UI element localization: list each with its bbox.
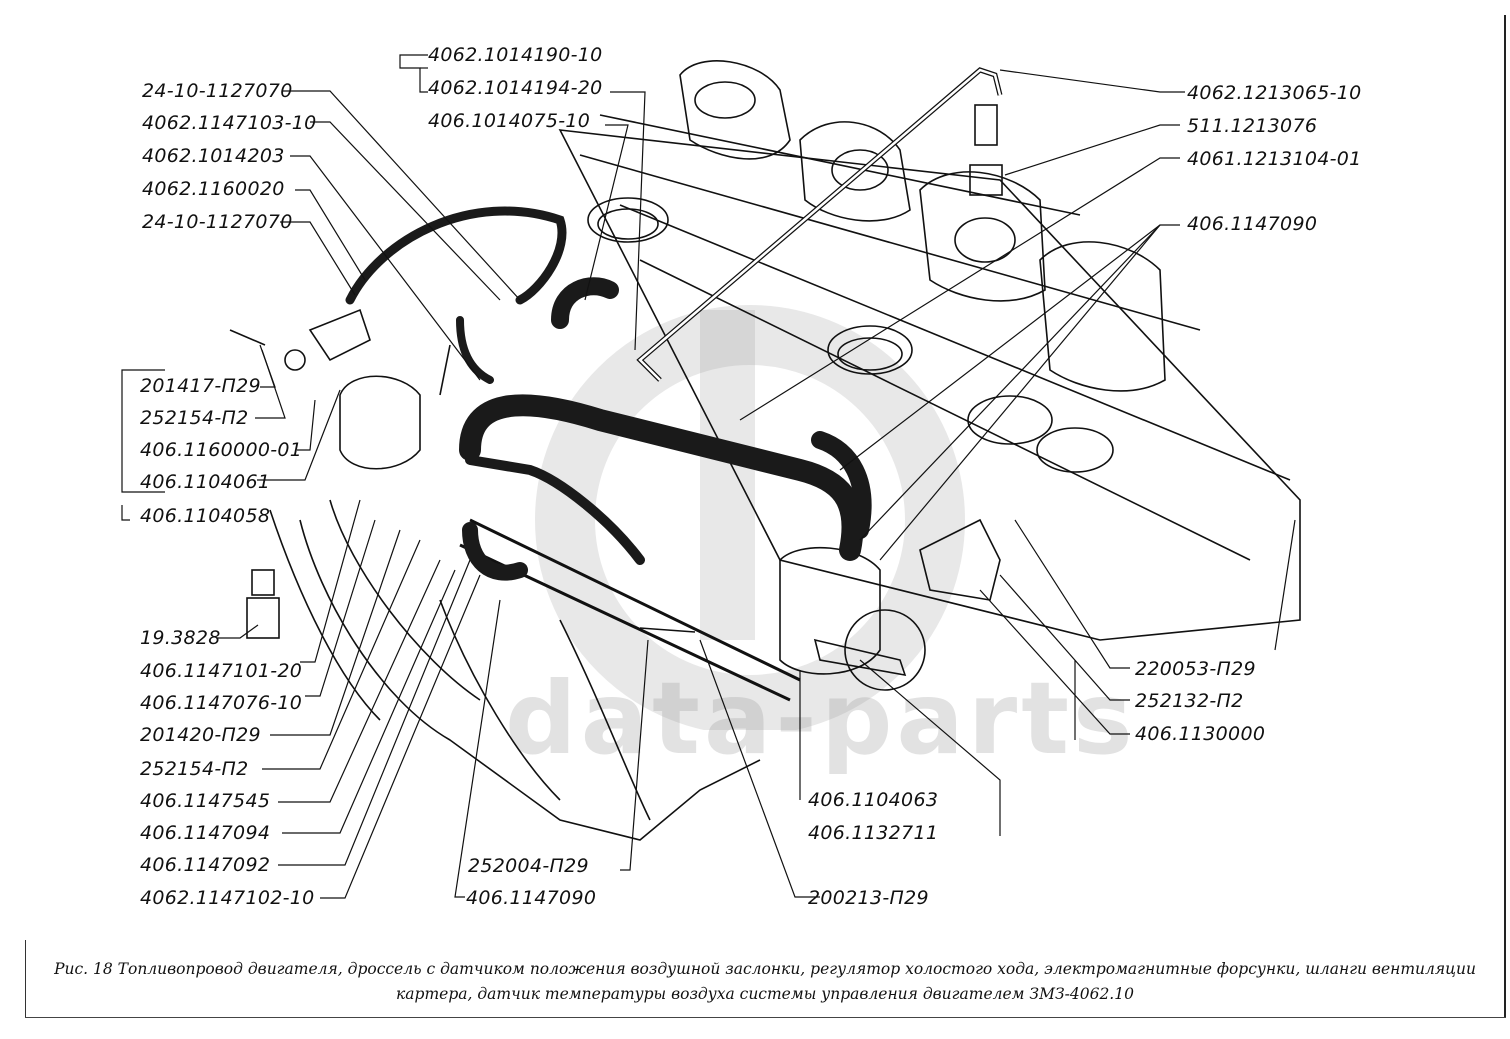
throttle-position-sensor xyxy=(919,518,1001,601)
throttle-body xyxy=(779,546,881,675)
part-label: 4062.1213065-10 xyxy=(1187,82,1362,104)
injector xyxy=(813,638,907,677)
part-label: 201417-П29 xyxy=(140,375,261,397)
caption-line-1: Рис. 18 Топливопровод двигателя, дроссел… xyxy=(54,960,1476,978)
part-label: 406.1147090 xyxy=(466,887,597,909)
part-label: 4062.1014194-20 xyxy=(428,77,603,99)
frame-border-bottom xyxy=(25,1017,1506,1018)
part-label: 406.1104061 xyxy=(140,471,271,493)
exhaust-flange-2 xyxy=(799,121,911,222)
hose-fuel-return xyxy=(456,316,494,384)
part-label: 4062.1014190-10 xyxy=(428,44,603,66)
part-label: 24-10-1127070 xyxy=(142,211,293,233)
figure-caption: Рис. 18 Топливопровод двигателя, дроссел… xyxy=(25,957,1505,1007)
part-label: 511.1213076 xyxy=(1187,115,1318,137)
caption-line-2: картера, датчик температуры воздуха сист… xyxy=(396,985,1134,1003)
part-label: 201420-П29 xyxy=(140,724,261,746)
part-label: 19.3828 xyxy=(140,627,221,649)
exhaust-flange-4 xyxy=(1039,241,1166,392)
hose-breather-main xyxy=(459,394,864,561)
part-label: 406.1147090 xyxy=(1187,213,1318,235)
part-label: 406.1147094 xyxy=(140,822,271,844)
part-label: 4061.1213104-01 xyxy=(1187,148,1362,170)
part-label: 4062.1147102-10 xyxy=(140,887,315,909)
part-label: 4062.1014203 xyxy=(142,145,285,167)
hose-vent-upper xyxy=(551,277,619,329)
part-label: 252004-П29 xyxy=(468,855,589,877)
hose-breather-small xyxy=(465,455,645,565)
frame-border-right xyxy=(1504,15,1506,1018)
exhaust-flange-1 xyxy=(679,60,791,160)
part-label: 406.1160000-01 xyxy=(140,439,303,461)
hose-fuel-supply xyxy=(345,206,567,305)
air-temp-sensor xyxy=(251,569,275,596)
idle-air-control xyxy=(339,375,421,470)
part-label: 4062.1147103-10 xyxy=(142,112,317,134)
part-label: 406.1104063 xyxy=(808,789,939,811)
part-label: 406.1147092 xyxy=(140,854,271,876)
part-label: 406.1147101-20 xyxy=(140,660,303,682)
part-label: 406.1130000 xyxy=(1135,723,1266,745)
part-label: 252132-П2 xyxy=(1135,690,1244,712)
valve-cover-outline xyxy=(558,129,1301,641)
part-label: 24-10-1127070 xyxy=(142,80,293,102)
hose-vent-right xyxy=(811,431,872,539)
watermark-logo xyxy=(535,305,965,730)
fuel-rail xyxy=(469,518,801,682)
intake-manifold xyxy=(299,519,761,841)
part-label: 252154-П2 xyxy=(140,758,249,780)
leader-lines xyxy=(121,54,1296,899)
part-label: 406.1147545 xyxy=(140,790,271,812)
exhaust-flange-3 xyxy=(919,171,1046,302)
fuel-tube xyxy=(636,67,1003,382)
part-label: 252154-П2 xyxy=(140,407,249,429)
part-label: 406.1104058 xyxy=(140,505,271,527)
frame-border-left xyxy=(25,940,26,1018)
fuel-pressure-regulator xyxy=(308,308,371,362)
part-label: 406.1132711 xyxy=(808,822,939,844)
part-label: 200213-П29 xyxy=(808,887,929,909)
part-label: 220053-П29 xyxy=(1135,658,1256,680)
part-label: 406.1014075-10 xyxy=(428,110,591,132)
hose-lower xyxy=(462,522,528,581)
part-label: 406.1147076-10 xyxy=(140,692,303,714)
part-label: 4062.1160020 xyxy=(142,178,285,200)
